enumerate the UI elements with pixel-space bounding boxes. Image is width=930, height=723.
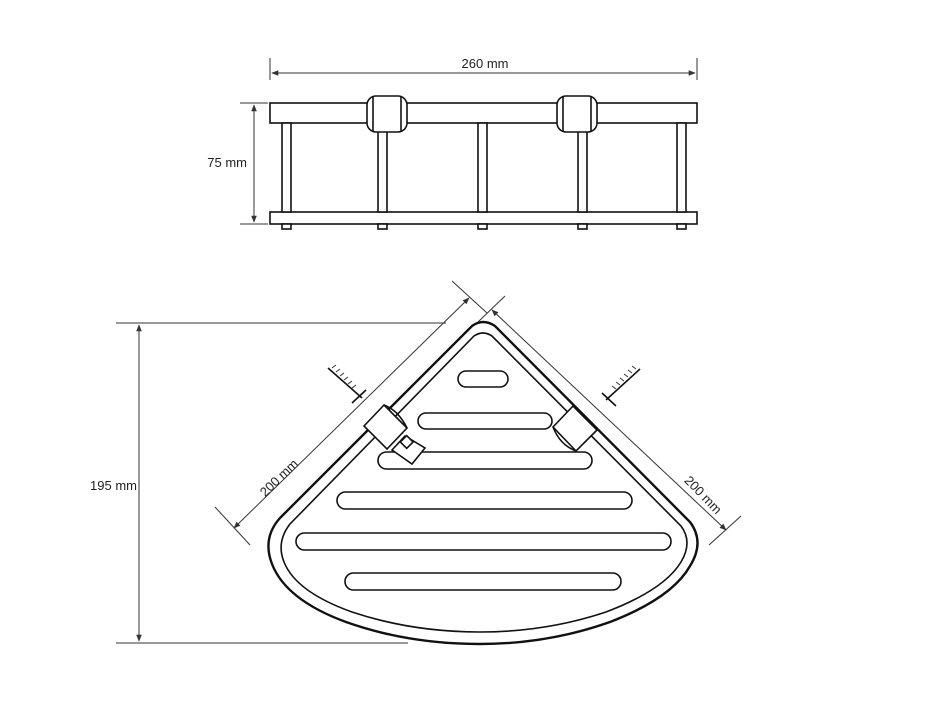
width-dimension: 260 mm — [269, 56, 698, 80]
posts — [281, 122, 687, 213]
wall-bracket-right-top — [551, 404, 599, 453]
drain-slot — [344, 572, 622, 591]
drain-slot — [295, 532, 672, 551]
wall-bracket-left-top — [362, 403, 427, 466]
screw-right-icon — [601, 365, 641, 407]
drain-slots — [295, 370, 672, 591]
feet — [281, 223, 687, 230]
drain-slot — [457, 370, 509, 388]
drain-slot — [417, 412, 553, 430]
drain-slot — [377, 451, 593, 470]
top-rail — [269, 102, 698, 124]
drain-slot — [336, 491, 633, 510]
bottom-rail — [269, 211, 698, 225]
top-view: 195 mm 200 mm 200 mm — [90, 280, 742, 646]
basket-inner-rim — [280, 332, 688, 633]
height-dimension: 75 mm — [207, 102, 268, 225]
height-label: 75 mm — [207, 155, 247, 170]
wall-bracket-left — [366, 95, 408, 133]
front-view: 260 mm 75 mm — [207, 56, 698, 230]
wall-bracket-right — [556, 95, 598, 133]
basket-outline — [267, 320, 699, 646]
width-label: 260 mm — [462, 56, 509, 71]
left-side-label: 200 mm — [257, 456, 301, 499]
screw-left-icon — [327, 364, 367, 404]
depth-label: 195 mm — [90, 478, 137, 493]
